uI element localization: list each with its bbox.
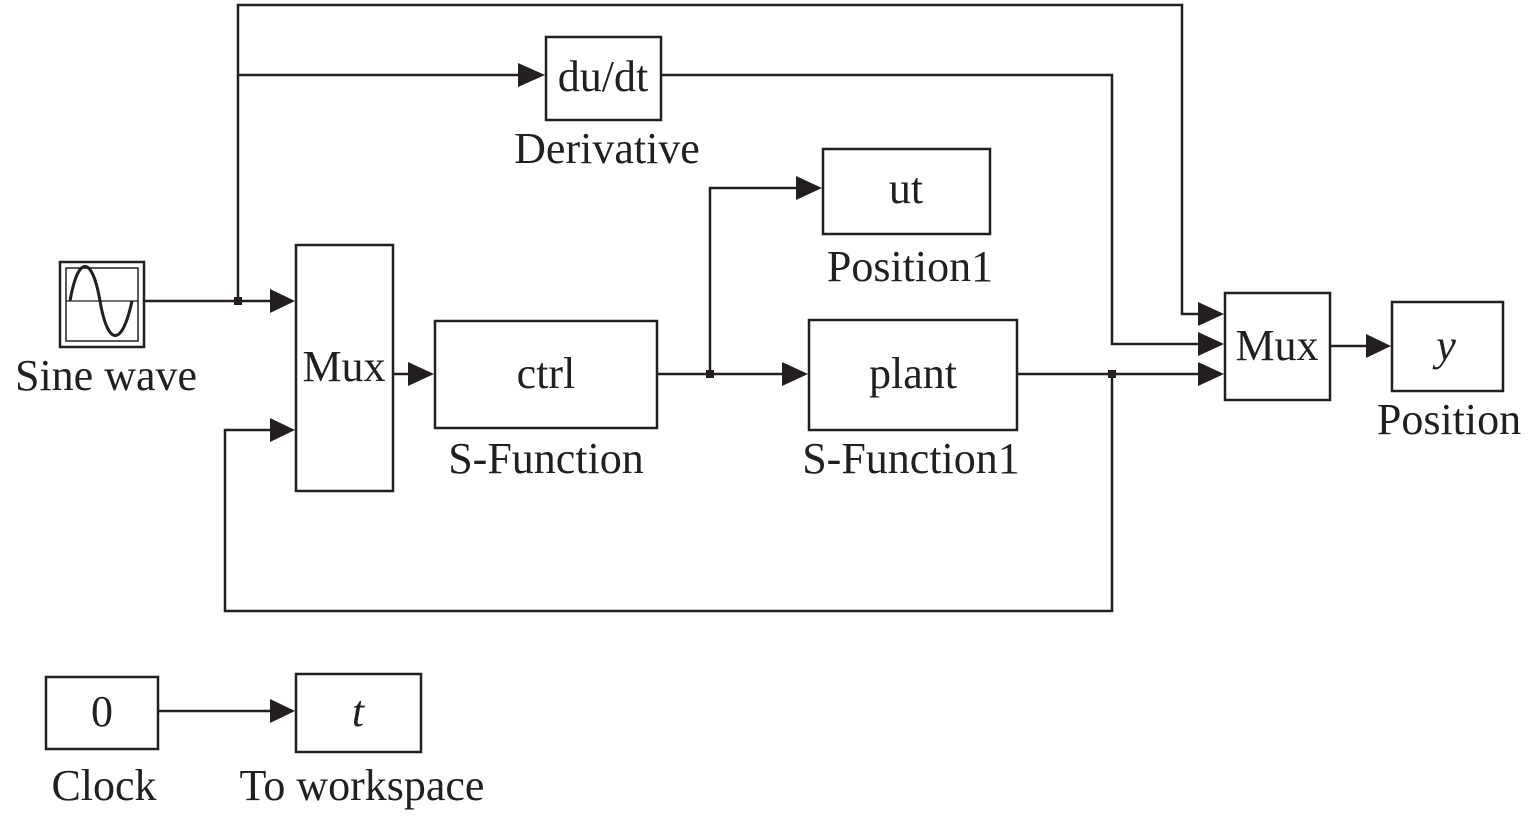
ctrl-block[interactable] (433, 319, 659, 430)
ut-block[interactable] (821, 147, 992, 236)
y-text: y (1432, 321, 1456, 370)
to-workspace-text: t (352, 687, 366, 736)
sine-wave-label: Sine wave (15, 351, 197, 400)
mux-right-block[interactable] (1223, 291, 1332, 402)
arrow-workspace-in (270, 699, 295, 723)
wire-sine-branch-up (236, 3, 1198, 316)
y-label: Position (1377, 395, 1521, 444)
derivative-block[interactable] (544, 35, 663, 122)
plant-text: plant (869, 349, 957, 398)
arrow-mux-in-2 (270, 418, 295, 442)
arrow-muxr-in-2 (1198, 332, 1224, 356)
plant-label: S-Function1 (802, 434, 1020, 483)
ctrl-text: ctrl (517, 349, 576, 398)
junction-ctrl (706, 370, 714, 378)
mux-right-text: Mux (1235, 321, 1318, 370)
ut-label: Position1 (827, 242, 993, 291)
plant-block[interactable] (807, 318, 1019, 432)
arrow-derivative-in (518, 63, 545, 87)
clock-text: 0 (91, 687, 113, 736)
junction-sine (234, 297, 242, 305)
clock-label: Clock (51, 761, 156, 810)
y-block[interactable] (1390, 300, 1505, 393)
to-workspace-label: To workspace (240, 761, 485, 810)
arrow-ut-in (796, 176, 822, 200)
arrow-ctrl-in (408, 362, 434, 386)
ut-text: ut (889, 164, 923, 213)
ctrl-label: S-Function (448, 434, 644, 483)
mux-left-text: Mux (302, 342, 385, 391)
arrow-plant-in (782, 362, 808, 386)
wire-derivative-to-mux (661, 73, 1198, 346)
arrow-muxr-in-3 (1198, 362, 1224, 386)
to-workspace-block[interactable] (294, 672, 423, 754)
arrow-muxr-in-1 (1198, 302, 1224, 326)
arrow-y-in (1366, 334, 1391, 358)
derivative-text: du/dt (558, 52, 648, 101)
wire-feedback (223, 374, 1114, 613)
sine-wave-block[interactable] (58, 260, 146, 349)
derivative-label: Derivative (514, 124, 700, 173)
wire-ctrl-to-ut (708, 186, 796, 374)
junction-plant (1108, 370, 1116, 378)
arrow-mux-in-1 (270, 289, 295, 313)
mux-left-block[interactable] (294, 243, 395, 493)
clock-block[interactable] (44, 675, 160, 751)
